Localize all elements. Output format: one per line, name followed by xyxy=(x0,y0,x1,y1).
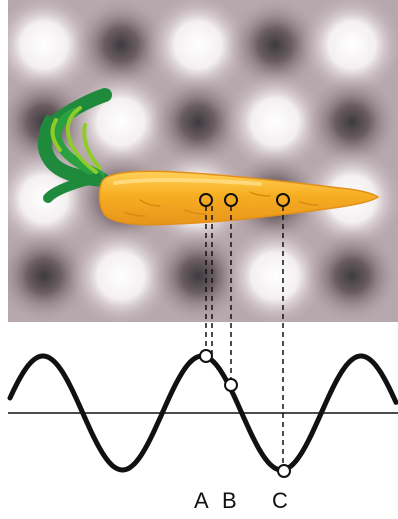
wave-marker-b xyxy=(225,379,237,391)
dark-spot xyxy=(304,228,398,324)
label-b: B xyxy=(222,488,237,513)
label-a: A xyxy=(194,488,209,513)
label-c: C xyxy=(272,488,288,513)
wave-marker-c xyxy=(278,465,290,477)
wave-marker-a xyxy=(200,350,212,362)
